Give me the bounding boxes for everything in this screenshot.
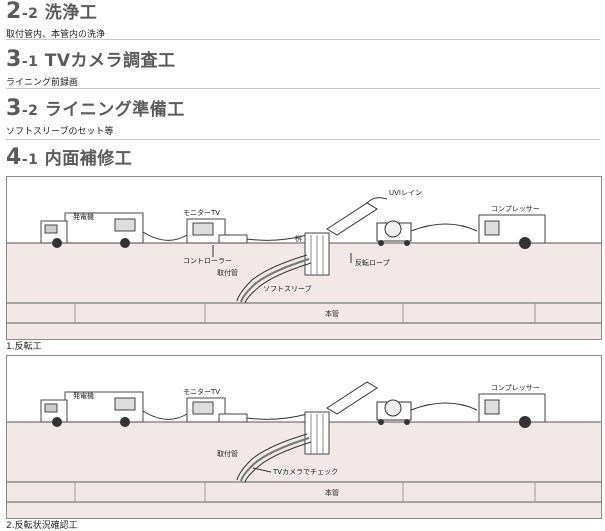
- compressor: [478, 393, 546, 428]
- rope-label: 反転ロープ: [355, 258, 390, 267]
- compressor-label: コンプレッサー: [491, 384, 540, 392]
- caption-2: 2.反転状況確認工: [6, 521, 78, 531]
- compressor: [478, 214, 546, 249]
- diagram-reversal: 本管 発電機 モニターTV コントローラー 桝: [6, 176, 602, 340]
- lateral-pipe-bottom: [244, 441, 312, 483]
- section-description: 取付管内、本管内の洗浄: [6, 30, 106, 40]
- sleeve-ramp: [326, 381, 378, 415]
- divider: [6, 39, 600, 40]
- soft-sleeve: [240, 258, 310, 303]
- generator-truck: [40, 391, 144, 427]
- caption-1: 1.反転工: [6, 342, 42, 352]
- section-2-2: 2-2 洗浄工 取付管内、本管内の洗浄: [6, 0, 246, 41]
- lined-pipe: [240, 437, 310, 482]
- section-heading: 2-2 洗浄工: [6, 0, 98, 24]
- section-heading: 3-1 TVカメラ調査工: [6, 47, 176, 72]
- divider: [6, 88, 600, 89]
- controller-label: コントローラー: [183, 257, 232, 265]
- monitor-label: モニターTV: [183, 387, 220, 396]
- power-cable: [142, 231, 188, 241]
- section-4-1: 4-1 内面補修工: [6, 145, 246, 170]
- lateral-pipe-top: [236, 433, 308, 481]
- main-pipe-label: 本管: [325, 309, 339, 318]
- uvi-cable: [366, 197, 388, 204]
- camera-label: TVカメラでチェック: [272, 468, 338, 476]
- section-heading: 4-1 内面補修工: [6, 145, 133, 170]
- compressor-label: コンプレッサー: [491, 205, 540, 213]
- main-pipe-label: 本管: [325, 488, 339, 497]
- camera-pointer: [252, 467, 272, 473]
- lateral-pipe-top: [236, 254, 308, 302]
- uvi-label: UVIレイン: [389, 189, 422, 197]
- reversal-machine: [376, 220, 412, 246]
- power-cable: [142, 410, 188, 420]
- section-3-2: 3-2 ライニング準備工 ソフトスリーブのセット等: [6, 96, 246, 138]
- monitor-label: モニターTV: [183, 208, 220, 217]
- monitor-unit: [186, 218, 248, 244]
- sleeve-ramp: [326, 202, 378, 236]
- manhole: [304, 232, 330, 276]
- pipe-joints: [74, 303, 536, 323]
- section-description: ソフトスリーブのセット等: [6, 127, 114, 137]
- reversal-diagram-svg: 本管 発電機 モニターTV コントローラー 桝: [7, 189, 601, 339]
- control-cable: [246, 413, 308, 420]
- manhole: [304, 411, 330, 455]
- reversal-machine: [376, 399, 412, 425]
- generator-truck: [40, 212, 144, 248]
- lateral-pipe-label: 取付管: [217, 449, 238, 458]
- pipe-joints: [74, 482, 536, 502]
- monitor-unit: [186, 397, 248, 423]
- check-diagram-svg: 本管 発電機 モニターTV: [7, 381, 601, 518]
- sleeve-label: ソフトスリーブ: [263, 284, 312, 293]
- section-3-1: 3-1 TVカメラ調査工 ライニング前録画: [6, 47, 246, 89]
- generator-label: 発電機: [73, 391, 94, 400]
- divider: [6, 139, 600, 140]
- manhole-label: 桝: [295, 234, 302, 243]
- section-heading: 3-2 ライニング準備工: [6, 96, 185, 121]
- air-hose: [410, 402, 478, 411]
- diagram-check: 本管 発電機 モニターTV: [6, 355, 602, 519]
- generator-label: 発電機: [73, 212, 94, 221]
- section-description: ライニング前録画: [6, 78, 79, 88]
- control-cable: [246, 234, 308, 241]
- lateral-pipe-label: 取付管: [217, 268, 238, 277]
- air-hose: [410, 223, 478, 232]
- lateral-pipe-bottom: [244, 262, 312, 304]
